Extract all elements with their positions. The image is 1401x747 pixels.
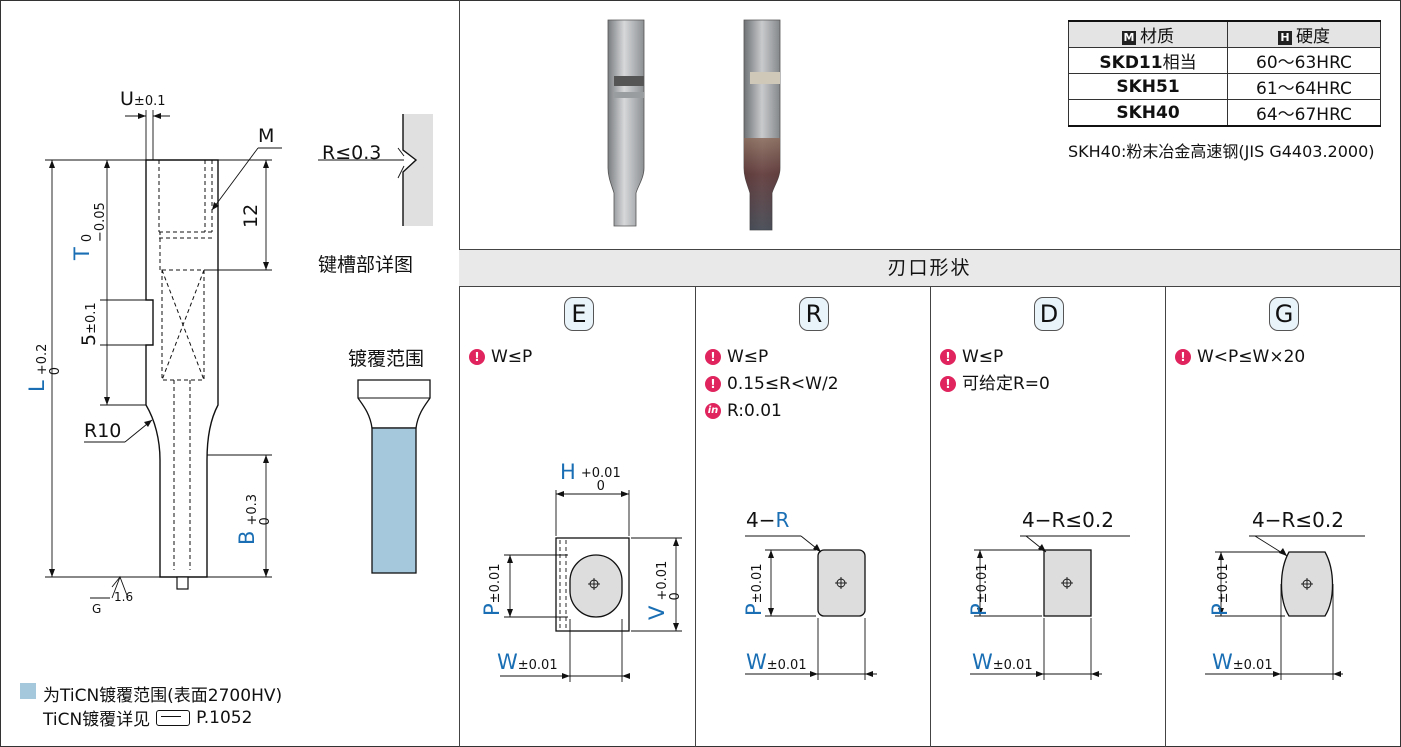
alert-icon: !: [705, 376, 721, 392]
m-label: M: [258, 125, 275, 147]
keyway-detail: [318, 114, 433, 226]
coating-caption: 镀覆范围: [348, 348, 425, 370]
table-row: SKH40 64～67HRC: [1068, 99, 1381, 127]
shape-code-d: D: [1034, 297, 1064, 331]
shape-r-p-dimension: P±0.01: [742, 563, 766, 616]
alert-icon: !: [469, 349, 485, 365]
shape-d-note-2: !可给定R=0: [940, 373, 1050, 395]
surface-roughness: 1.6: [114, 590, 134, 604]
shape-e-p-dimension: P±0.01: [480, 563, 504, 616]
shape-g-drawing: [1205, 535, 1365, 680]
legend-swatch: [20, 683, 36, 699]
hardness-icon: H: [1278, 31, 1292, 45]
punch-drawing: [45, 110, 282, 599]
section-title: 刃口形状: [459, 249, 1400, 287]
table-row: SKH51 61～64HRC: [1068, 73, 1381, 100]
pointing-hand-icon: [156, 709, 191, 726]
keyway-radius-label: R≤0.3: [322, 142, 382, 164]
keyway-caption: 键槽部详图: [318, 254, 414, 276]
shape-r-w-dimension: W±0.01: [746, 650, 807, 674]
page-ref-link[interactable]: P.1052: [196, 707, 253, 728]
shape-r-note-1: !W≤P: [705, 346, 768, 368]
u-dimension: U±0.1: [120, 88, 166, 110]
shape-g-note-1: !W<P≤W×20: [1175, 346, 1305, 368]
table-row: SKD11相当 60～63HRC: [1068, 47, 1381, 74]
shape-g-p-dimension: P±0.01: [1208, 563, 1232, 616]
shape-d-p-dimension: P±0.01: [967, 563, 991, 616]
r10-label: R10: [84, 420, 122, 442]
five-dimension: 5±0.1: [78, 302, 100, 346]
shape-e-note-1: !W≤P: [469, 346, 532, 368]
legend-line2: TiCN镀覆详见 P.1052: [43, 707, 253, 731]
material-note: SKH40:粉末冶金高速钢(JIS G4403.2000): [1068, 142, 1375, 161]
alert-icon: !: [940, 376, 956, 392]
shape-r-corner-label: 4−R: [746, 508, 790, 532]
punch-photo-2: [743, 19, 781, 231]
dim-12-label: 12: [240, 203, 262, 228]
shape-d-drawing: [970, 535, 1130, 680]
shape-d-note-1: !W≤P: [940, 346, 1003, 368]
alert-icon: !: [705, 349, 721, 365]
coating-range-diagram: [357, 379, 431, 574]
surface-letter: G: [92, 602, 102, 616]
shape-code-g: G: [1269, 297, 1299, 331]
t-dimension: T 0−0.05: [70, 202, 108, 260]
punch-photo-1: [607, 19, 645, 227]
material-icon: M: [1122, 31, 1136, 45]
shape-code-r: R: [799, 297, 829, 331]
shape-col-sep-2: [930, 286, 931, 747]
shape-r-note-2: !0.15≤R<W/2: [705, 373, 839, 395]
shape-g-w-dimension: W±0.01: [1212, 650, 1273, 674]
shape-col-sep-3: [1165, 286, 1166, 747]
info-icon: in: [705, 403, 721, 419]
shape-g-corner-label: 4−R≤0.2: [1252, 508, 1344, 532]
shape-col-sep-1: [695, 286, 696, 747]
alert-icon: !: [940, 349, 956, 365]
shape-code-e: E: [564, 297, 594, 331]
shape-r-drawing: [745, 535, 877, 680]
shape-d-corner-label: 4−R≤0.2: [1022, 508, 1114, 532]
legend-line1: 为TiCN镀覆范围(表面2700HV): [43, 686, 283, 706]
shape-d-w-dimension: W±0.01: [972, 650, 1033, 674]
shape-e-w-dimension: W±0.01: [497, 650, 558, 674]
shape-e-drawing: [500, 490, 682, 682]
left-panel-separator: [459, 0, 460, 747]
alert-icon: !: [1175, 349, 1191, 365]
